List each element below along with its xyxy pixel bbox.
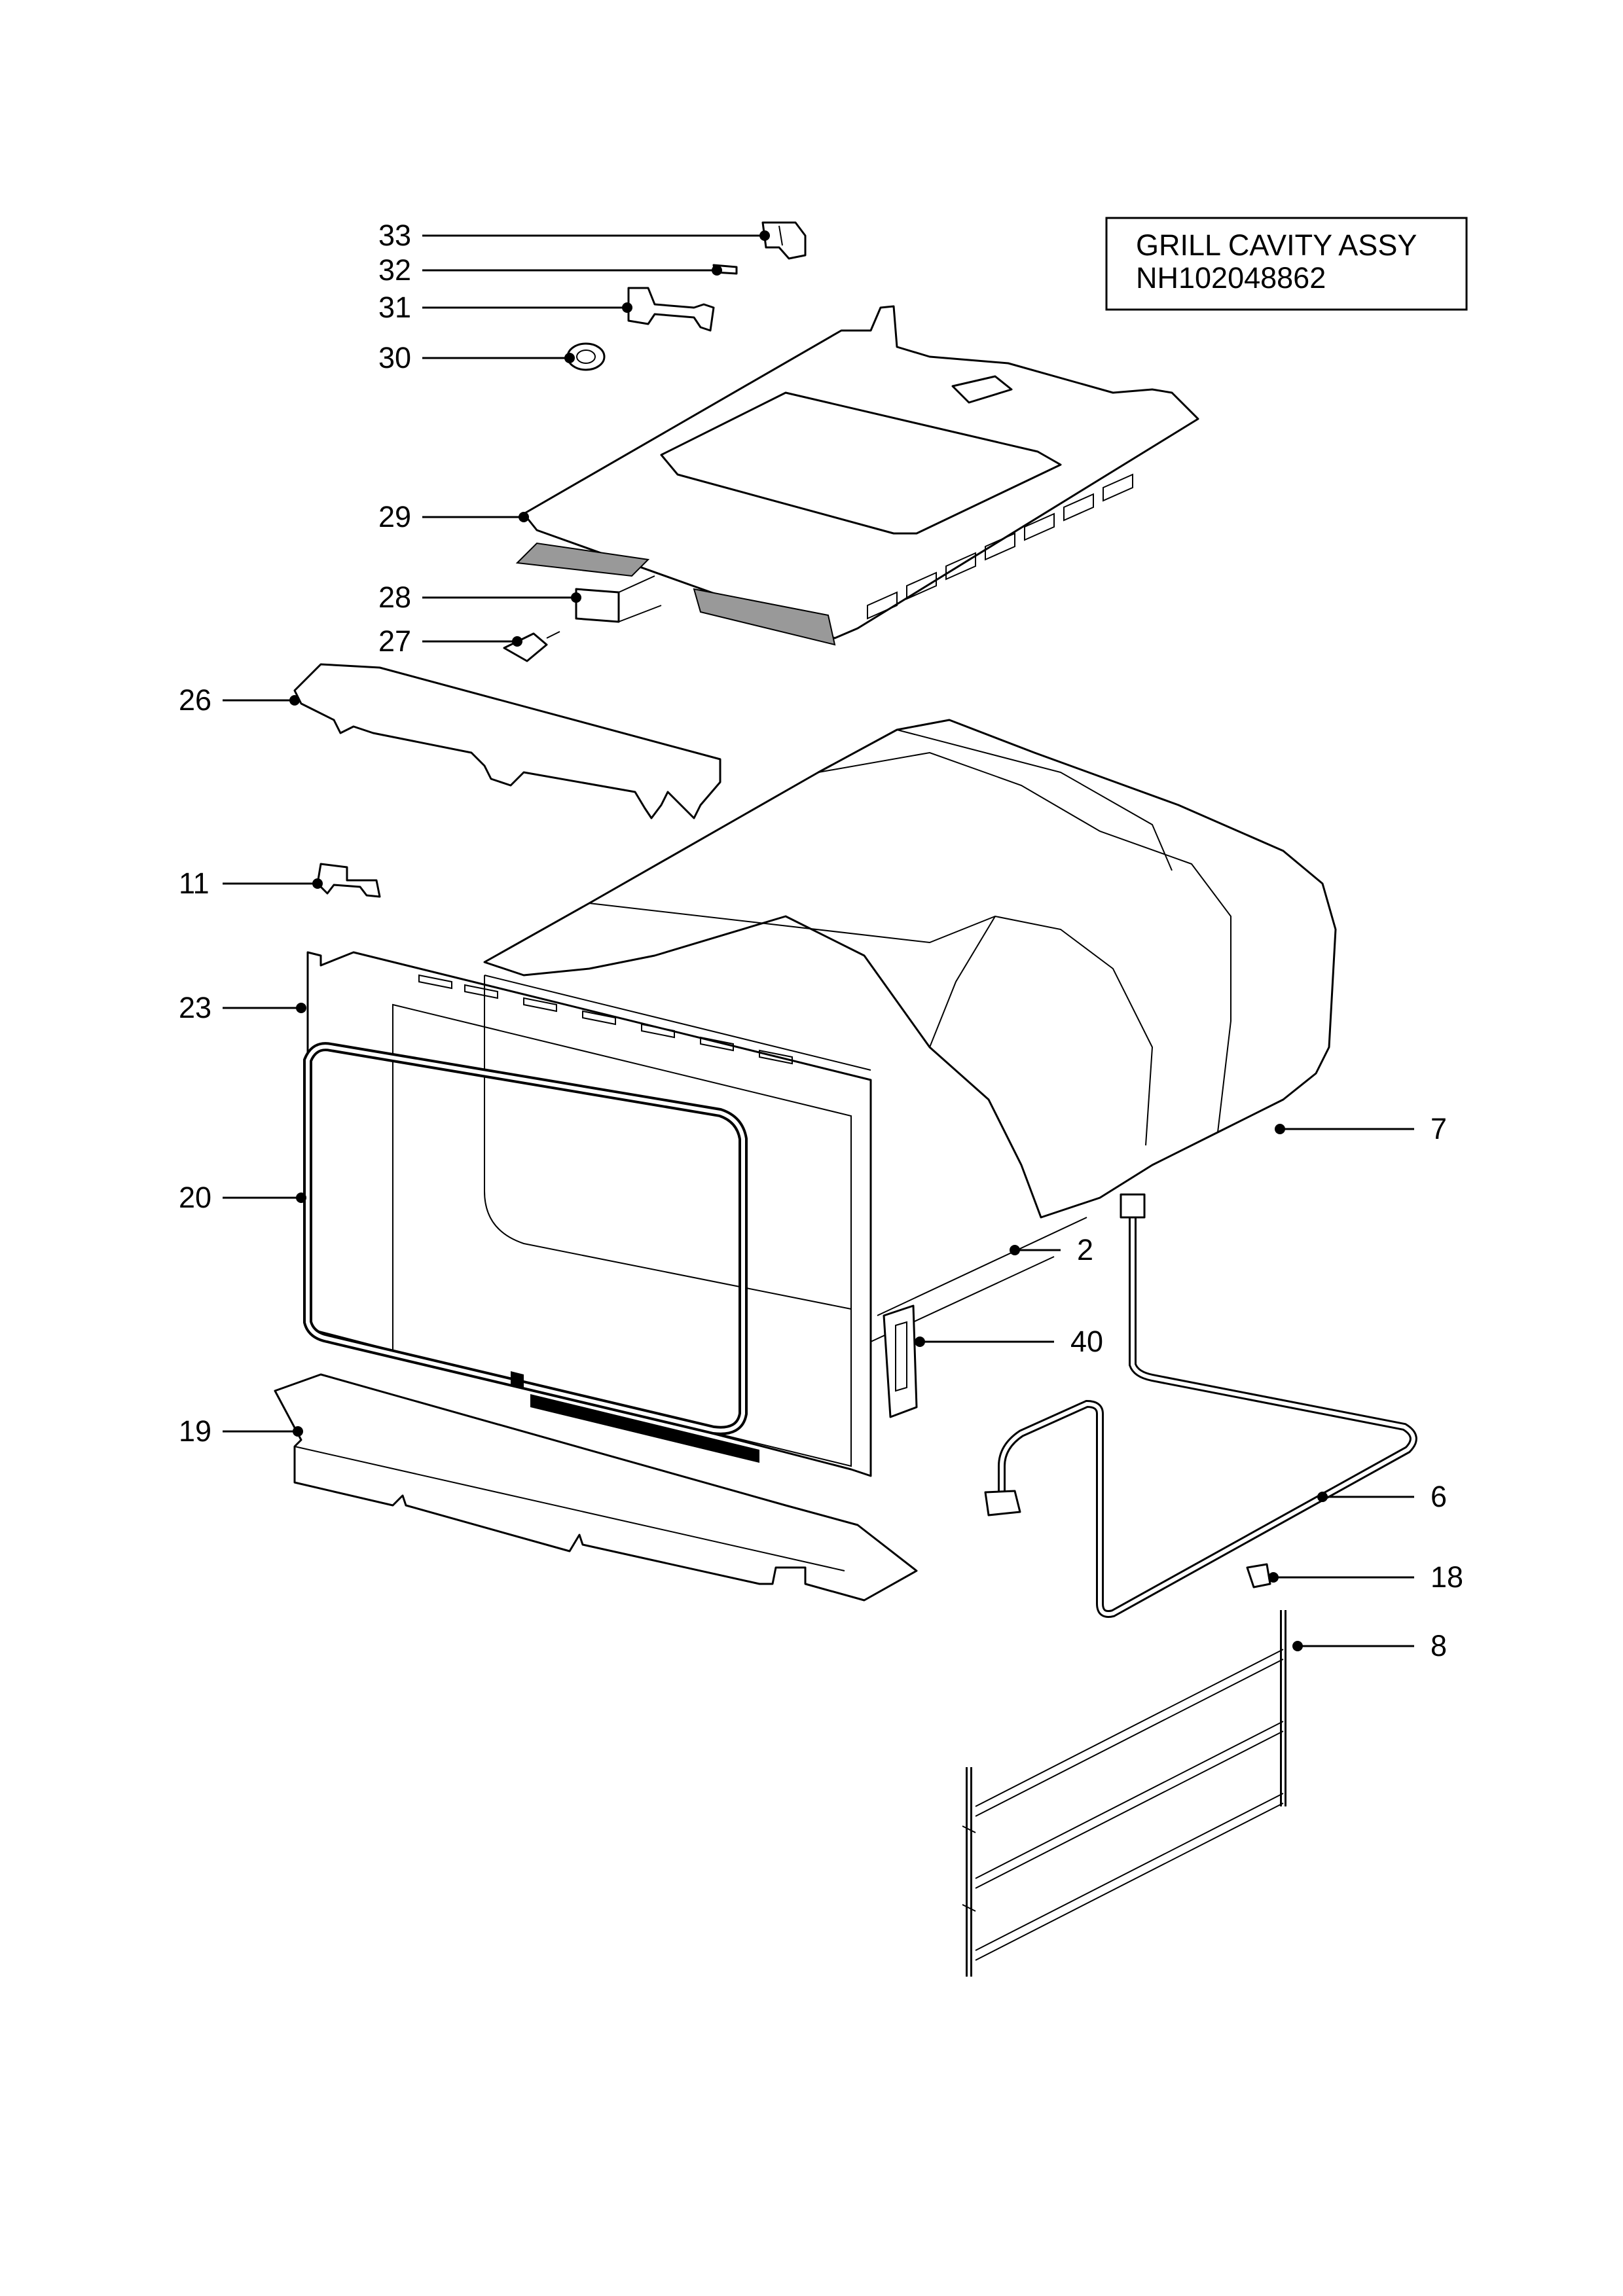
part-27-sensor xyxy=(503,631,560,662)
callout-2[interactable]: 2 xyxy=(1010,1233,1093,1266)
part-18-clip xyxy=(1246,1563,1271,1588)
callout-40-label: 40 xyxy=(1070,1325,1103,1358)
callout-33-label: 33 xyxy=(378,219,411,252)
callout-32[interactable]: 32 xyxy=(378,253,722,287)
callout-31[interactable]: 31 xyxy=(378,291,632,324)
callout-11-label: 11 xyxy=(179,867,210,900)
part-7-insulation-wrap xyxy=(483,719,1337,1219)
front-frame-slots xyxy=(418,974,793,1065)
callout-11[interactable]: 11 xyxy=(179,867,323,900)
part-8-shelf-runner xyxy=(962,1610,1286,1977)
callout-27[interactable]: 27 xyxy=(378,624,522,658)
part-28-insulation xyxy=(515,542,836,646)
title-box-line2: NH102048862 xyxy=(1136,261,1326,295)
callout-20-label: 20 xyxy=(179,1181,211,1214)
callout-7-label: 7 xyxy=(1431,1112,1447,1145)
callout-19-label: 19 xyxy=(179,1414,211,1448)
part-40-hinge xyxy=(883,1304,918,1418)
callout-19[interactable]: 19 xyxy=(179,1414,303,1448)
callout-20[interactable]: 20 xyxy=(179,1181,306,1214)
part-19-bottom-trim xyxy=(274,1371,918,1602)
callout-28[interactable]: 28 xyxy=(378,581,581,614)
callout-18[interactable]: 18 xyxy=(1268,1560,1463,1594)
callout-29[interactable]: 29 xyxy=(378,500,529,533)
callout-32-label: 32 xyxy=(378,253,411,287)
part-26-front-trim xyxy=(293,663,721,819)
callout-30[interactable]: 30 xyxy=(378,341,575,374)
part-29-top-panel xyxy=(522,305,1199,639)
callout-2-label: 2 xyxy=(1077,1233,1093,1266)
title-box-line1: GRILL CAVITY ASSY xyxy=(1136,228,1417,262)
part-6-heating-element xyxy=(984,1193,1417,1618)
callout-23-label: 23 xyxy=(179,991,211,1024)
part-31-bracket xyxy=(627,287,715,332)
callout-29-label: 29 xyxy=(378,500,411,533)
part-11-bracket xyxy=(316,863,381,898)
callout-33[interactable]: 33 xyxy=(378,219,770,252)
callout-18-label: 18 xyxy=(1431,1560,1463,1594)
callout-26-label: 26 xyxy=(179,683,211,717)
callout-31-label: 31 xyxy=(378,291,411,324)
part-33-bracket xyxy=(761,221,807,260)
callout-40[interactable]: 40 xyxy=(915,1325,1103,1358)
callout-26[interactable]: 26 xyxy=(179,683,300,717)
title-box: GRILL CAVITY ASSY NH102048862 xyxy=(1105,217,1468,311)
callout-8-label: 8 xyxy=(1431,1629,1447,1662)
part-23-front-frame xyxy=(306,951,872,1477)
callout-6[interactable]: 6 xyxy=(1317,1480,1447,1513)
part-20-door-seal xyxy=(303,1042,748,1435)
callout-30-label: 30 xyxy=(378,341,411,374)
top-panel-vents xyxy=(867,473,1133,620)
callout-6-label: 6 xyxy=(1431,1480,1447,1513)
callout-28-label: 28 xyxy=(378,581,411,614)
callout-7[interactable]: 7 xyxy=(1275,1112,1447,1145)
callout-8[interactable]: 8 xyxy=(1292,1629,1447,1662)
callout-27-label: 27 xyxy=(378,624,411,658)
callout-23[interactable]: 23 xyxy=(179,991,306,1024)
